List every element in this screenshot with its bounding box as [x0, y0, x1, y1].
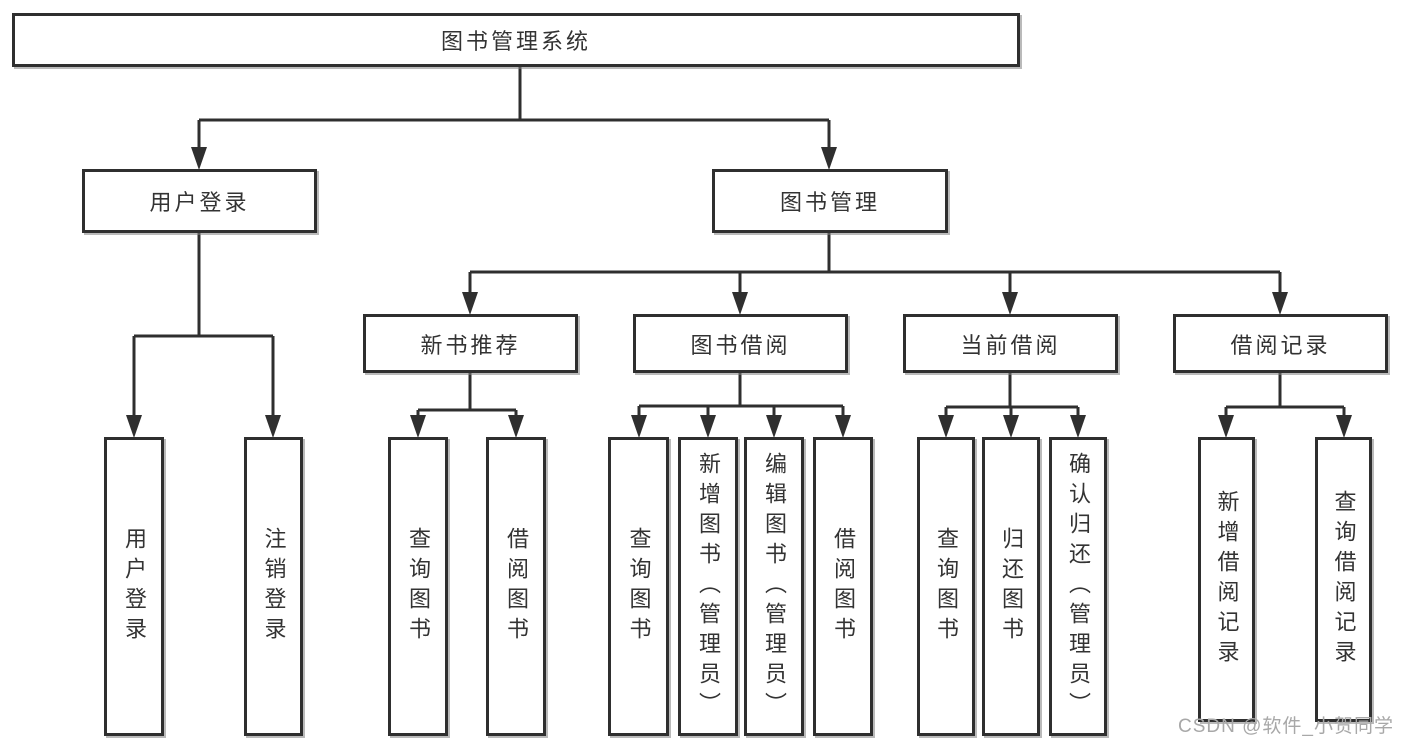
connector-root-to-level2 — [197, 67, 831, 149]
node-borrow-record: 借阅记录 — [1173, 314, 1388, 373]
arrowhead-rec-borrow-book — [508, 415, 524, 438]
arrowhead-leaf-logout — [265, 415, 281, 438]
node-user-login: 用户登录 — [82, 169, 317, 233]
arrowhead-bb-edit-book — [766, 415, 782, 438]
arrowhead-current-borrow — [1002, 292, 1018, 315]
arrowhead-br-query-record — [1336, 415, 1352, 438]
leaf-rec-query-book: 查询图书 — [388, 437, 448, 736]
node-book-borrow: 图书借阅 — [633, 314, 848, 373]
leaf-br-query-record: 查询借阅记录 — [1315, 437, 1372, 722]
leaf-cb-confirm-return-label: 确认归还（管理员） — [1066, 451, 1091, 722]
leaf-logout-label: 注销登录 — [261, 526, 287, 647]
arrowhead-bb-borrow-book — [835, 415, 851, 438]
leaf-bb-borrow-book: 借阅图书 — [813, 437, 873, 736]
leaf-br-add-record: 新增借阅记录 — [1198, 437, 1255, 722]
node-book-mgmt-label: 图书管理 — [779, 190, 880, 215]
leaf-user-login: 用户登录 — [104, 437, 164, 736]
leaf-rec-query-book-label: 查询图书 — [406, 526, 431, 647]
connector-borrow-record-branch — [1224, 373, 1346, 417]
arrowhead-book-borrow — [732, 292, 748, 315]
arrowhead-br-add-record — [1218, 415, 1234, 438]
arrowhead-bb-query-book — [631, 415, 647, 438]
leaf-br-add-record-label: 新增借阅记录 — [1214, 489, 1240, 670]
leaf-br-query-record-label: 查询借阅记录 — [1331, 489, 1357, 670]
leaf-bb-edit-book: 编辑图书（管理员） — [744, 437, 804, 736]
connector-book-mgmt-branch — [468, 233, 1282, 293]
node-current-borrow: 当前借阅 — [903, 314, 1118, 373]
leaf-bb-borrow-book-label: 借阅图书 — [831, 526, 856, 647]
leaf-bb-add-book: 新增图书（管理员） — [678, 437, 738, 736]
arrowhead-cb-confirm-return — [1070, 415, 1086, 438]
node-root: 图书管理系统 — [12, 13, 1020, 67]
arrowhead-cb-query-book — [938, 415, 954, 438]
arrowhead-borrow-record — [1272, 292, 1288, 315]
leaf-cb-return-book: 归还图书 — [982, 437, 1040, 736]
node-new-book-rec: 新书推荐 — [363, 314, 578, 373]
leaf-cb-query-book: 查询图书 — [917, 437, 975, 736]
connector-new-book-rec-branch — [416, 373, 518, 417]
arrowhead-rec-query-book — [410, 415, 426, 438]
leaf-cb-return-book-label: 归还图书 — [999, 526, 1024, 647]
leaf-bb-edit-book-label: 编辑图书（管理员） — [762, 451, 787, 722]
leaf-bb-add-book-label: 新增图书（管理员） — [696, 451, 721, 722]
node-book-borrow-label: 图书借阅 — [690, 332, 791, 358]
leaf-rec-borrow-book: 借阅图书 — [486, 437, 546, 736]
leaf-bb-query-book: 查询图书 — [608, 437, 669, 736]
leaf-cb-confirm-return: 确认归还（管理员） — [1049, 437, 1107, 736]
watermark-text: CSDN @软件_小贺同学 — [1178, 716, 1394, 737]
node-book-mgmt: 图书管理 — [712, 169, 948, 233]
leaf-cb-query-book-label: 查询图书 — [934, 526, 959, 647]
leaf-rec-borrow-book-label: 借阅图书 — [504, 526, 529, 647]
connector-user-login-branch — [132, 233, 275, 417]
arrowhead-bb-add-book — [700, 415, 716, 438]
node-borrow-record-label: 借阅记录 — [1230, 332, 1331, 358]
leaf-bb-query-book-label: 查询图书 — [626, 526, 652, 647]
leaf-user-login-label: 用户登录 — [122, 526, 147, 647]
arrowhead-cb-return-book — [1003, 415, 1019, 438]
connector-book-borrow-branch — [637, 373, 845, 417]
connector-current-borrow-branch — [944, 373, 1080, 417]
node-user-login-label: 用户登录 — [149, 190, 250, 215]
arrowhead-book-mgmt — [821, 147, 837, 170]
node-new-book-rec-label: 新书推荐 — [420, 332, 521, 358]
arrowhead-leaf-user-login — [126, 415, 142, 438]
node-root-label: 图书管理系统 — [440, 29, 591, 54]
leaf-logout: 注销登录 — [244, 437, 303, 736]
arrowhead-user-login — [191, 147, 207, 170]
arrowhead-new-book-rec — [462, 292, 478, 315]
node-current-borrow-label: 当前借阅 — [960, 332, 1061, 358]
